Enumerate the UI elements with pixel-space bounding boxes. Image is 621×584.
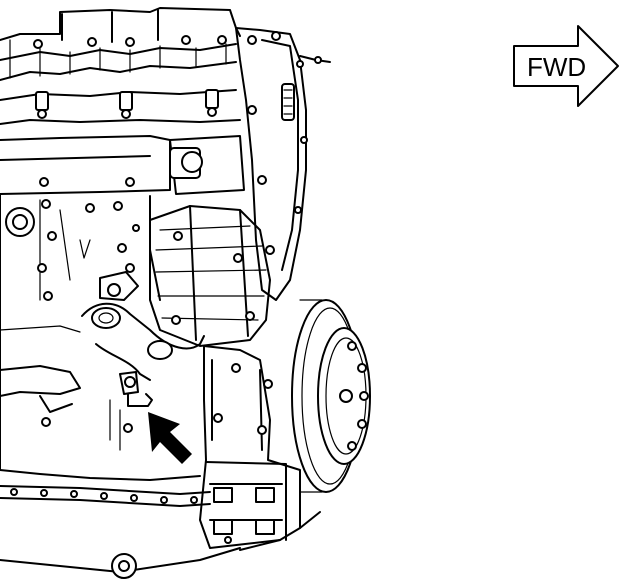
front-cover-housing [149, 205, 271, 347]
oil-pan-bolts [10, 488, 198, 504]
callout-arrow-icon [148, 412, 192, 464]
crankshaft-balancer [291, 299, 371, 493]
fwd-label: FWD [527, 52, 586, 82]
engine-block [0, 135, 241, 579]
forward-direction-arrow-icon: FWD [513, 25, 619, 107]
timing-cover [169, 27, 331, 301]
coolant-pipe-elbow [81, 302, 205, 407]
engine-block-drawing [0, 7, 371, 579]
engine-mount-bracket [199, 345, 321, 551]
valve-cover [0, 7, 241, 125]
